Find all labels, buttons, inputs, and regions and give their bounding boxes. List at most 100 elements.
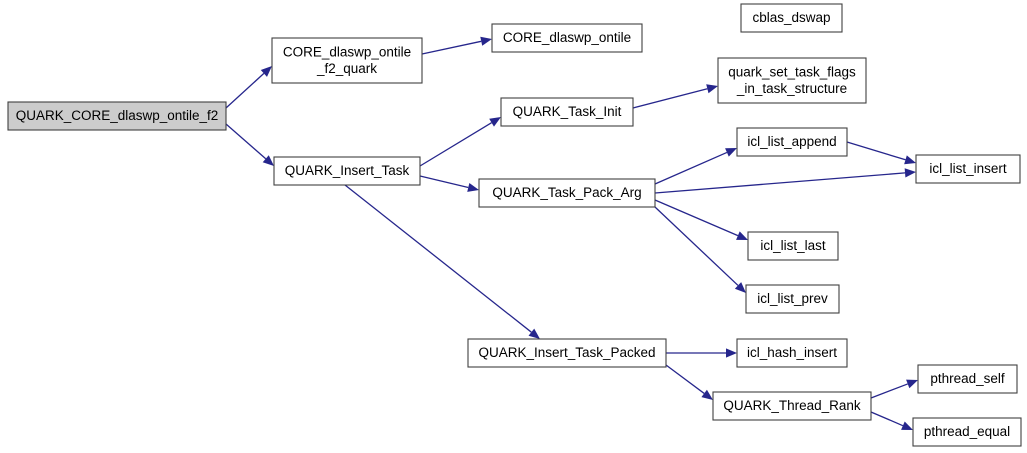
node-label: CORE_dlaswp_ontile <box>503 30 631 45</box>
arrow-head-icon <box>701 389 713 400</box>
node-list_append[interactable]: icl_list_append <box>736 127 848 157</box>
arrow-head-icon <box>726 348 737 358</box>
arrow-head-icon <box>725 148 737 157</box>
node-box[interactable] <box>736 127 848 157</box>
node-box[interactable] <box>747 231 839 261</box>
arrow-head-icon <box>467 182 479 192</box>
arrow-head-icon <box>904 155 916 165</box>
node-box[interactable] <box>745 284 840 314</box>
node-box[interactable] <box>917 364 1018 394</box>
arrow-head-icon <box>736 231 748 240</box>
node-label: CORE_dlaswp_ontile_f2_quark <box>283 44 411 76</box>
node-thread_rank[interactable]: QUARK_Thread_Rank <box>712 391 872 421</box>
edge-line <box>225 123 267 160</box>
edge-line <box>654 151 728 185</box>
arrow-head-icon <box>260 66 272 77</box>
edge-core_quark-to-core_ontile <box>421 36 492 55</box>
edge-insert_task-to-task_init <box>419 117 501 167</box>
node-label: icl_hash_insert <box>747 345 837 360</box>
node-list_insert[interactable]: icl_list_insert <box>915 154 1021 184</box>
edge-line <box>419 122 492 167</box>
node-pack_arg[interactable]: QUARK_Task_Pack_Arg <box>478 178 656 208</box>
node-box[interactable] <box>740 3 843 33</box>
node-label: QUARK_Thread_Rank <box>723 398 861 413</box>
arrow-head-icon <box>706 84 718 94</box>
edge-line <box>654 172 906 194</box>
node-label: QUARK_Insert_Task_Packed <box>478 345 655 360</box>
node-box[interactable] <box>712 391 872 421</box>
edge-thread_rank-to-pthread_equal <box>870 411 913 430</box>
edge-pack_arg-to-list_append <box>654 148 737 185</box>
node-label: icl_list_append <box>747 134 836 149</box>
arrow-head-icon <box>734 282 746 293</box>
edge-pack_arg-to-list_prev <box>654 206 746 293</box>
node-insert_packed[interactable]: QUARK_Insert_Task_Packed <box>467 338 667 368</box>
node-label: icl_list_prev <box>757 291 828 306</box>
node-label: pthread_equal <box>924 424 1010 439</box>
edges-layer <box>225 36 918 430</box>
edge-line <box>654 199 739 237</box>
node-box[interactable] <box>467 338 667 368</box>
edge-line <box>421 40 482 55</box>
node-root[interactable]: QUARK_CORE_dlaswp_ontile_f2 <box>7 101 227 131</box>
node-label: QUARK_Task_Init <box>513 104 622 119</box>
edge-root-to-insert_task <box>225 123 274 166</box>
edge-line <box>846 141 906 161</box>
node-box[interactable] <box>273 156 421 186</box>
arrow-head-icon <box>480 36 492 46</box>
arrow-head-icon <box>906 379 918 389</box>
edge-root-to-core_quark <box>225 66 272 109</box>
node-box[interactable] <box>478 178 656 208</box>
node-box[interactable] <box>915 154 1021 184</box>
node-core_ontile[interactable]: CORE_dlaswp_ontile <box>491 23 643 53</box>
node-box[interactable] <box>500 97 634 127</box>
edge-thread_rank-to-pthread_self <box>870 379 918 399</box>
arrow-head-icon <box>528 328 540 339</box>
node-box[interactable] <box>7 101 227 131</box>
node-insert_task[interactable]: QUARK_Insert_Task <box>273 156 421 186</box>
node-label: icl_list_last <box>760 238 826 253</box>
node-quark_set_flags[interactable]: quark_set_task_flags_in_task_structure <box>717 57 867 104</box>
edge-insert_task-to-insert_packed <box>344 184 540 339</box>
node-list_last[interactable]: icl_list_last <box>747 231 839 261</box>
edge-list_append-to-list_insert <box>846 141 916 165</box>
node-box[interactable] <box>912 417 1022 447</box>
edge-line <box>344 184 532 333</box>
edge-line <box>870 383 908 399</box>
node-box[interactable] <box>717 57 867 104</box>
node-task_init[interactable]: QUARK_Task_Init <box>500 97 634 127</box>
node-label: pthread_self <box>930 371 1005 386</box>
node-label: QUARK_Task_Pack_Arg <box>492 185 641 200</box>
node-label: QUARK_Insert_Task <box>285 163 410 178</box>
arrow-head-icon <box>901 421 913 430</box>
arrow-head-icon <box>489 117 501 127</box>
edge-insert_packed-to-hash_insert <box>666 348 737 358</box>
edge-pack_arg-to-list_last <box>654 199 748 240</box>
edge-task_init-to-quark_set_flags <box>632 84 718 109</box>
edge-line <box>632 88 708 109</box>
nodes-layer: QUARK_CORE_dlaswp_ontile_f2 CORE_dlaswp_o… <box>7 3 1022 447</box>
arrow-head-icon <box>904 168 916 178</box>
node-label: cblas_dswap <box>752 10 830 25</box>
node-label: QUARK_CORE_dlaswp_ontile_f2 <box>16 108 219 123</box>
edge-insert_packed-to-thread_rank <box>665 364 713 400</box>
edge-insert_task-to-pack_arg <box>419 175 479 192</box>
node-label: icl_list_insert <box>929 161 1007 176</box>
arrow-head-icon <box>262 155 274 166</box>
node-list_prev[interactable]: icl_list_prev <box>745 284 840 314</box>
node-box[interactable] <box>271 37 423 84</box>
edge-line <box>654 206 739 286</box>
node-label: quark_set_task_flags_in_task_structure <box>728 64 856 96</box>
edge-line <box>419 175 469 189</box>
edge-pack_arg-to-list_insert <box>654 168 916 194</box>
node-pthread_self[interactable]: pthread_self <box>917 364 1018 394</box>
node-core_quark[interactable]: CORE_dlaswp_ontile_f2_quark <box>271 37 423 84</box>
node-hash_insert[interactable]: icl_hash_insert <box>736 338 848 368</box>
node-pthread_equal[interactable]: pthread_equal <box>912 417 1022 447</box>
node-box[interactable] <box>736 338 848 368</box>
node-cblas_dswap[interactable]: cblas_dswap <box>740 3 843 33</box>
edge-line <box>665 364 705 394</box>
node-box[interactable] <box>491 23 643 53</box>
